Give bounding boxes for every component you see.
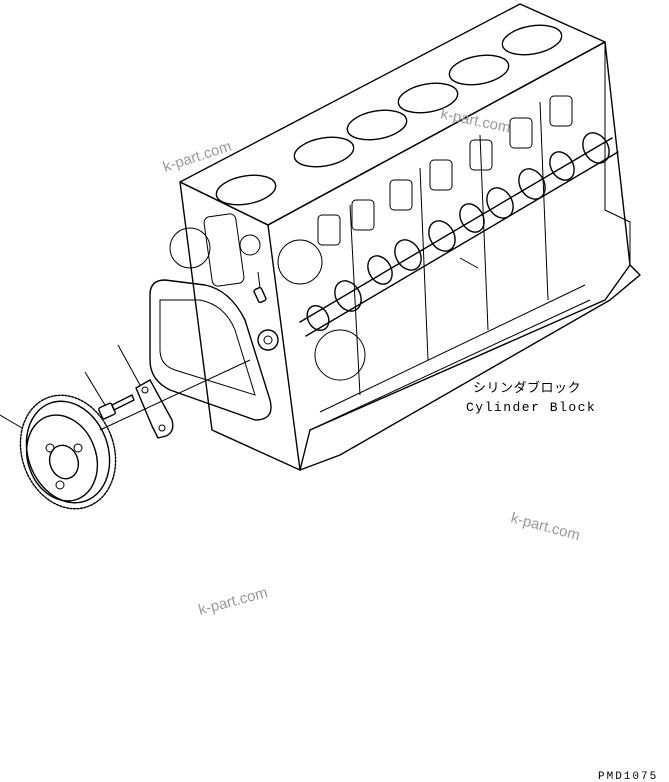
watermark: k-part.com (161, 138, 234, 176)
cylinder-block-label-en: Cylinder Block (466, 400, 596, 415)
thrust-plate-icon (117, 344, 174, 439)
cylinder-block-icon (149, 3, 641, 471)
gear-icon (0, 359, 251, 510)
watermark: k-part.com (439, 105, 512, 136)
watermark: k-part.com (197, 584, 270, 619)
bolt-icon (84, 371, 135, 420)
camshaft-icon (299, 132, 619, 337)
cylinder-block-label-jp: シリンダブロック (473, 380, 581, 396)
drawing-code: PMD1075 (598, 771, 658, 782)
key-icon (253, 271, 267, 304)
watermark: k-part.com (509, 509, 582, 544)
